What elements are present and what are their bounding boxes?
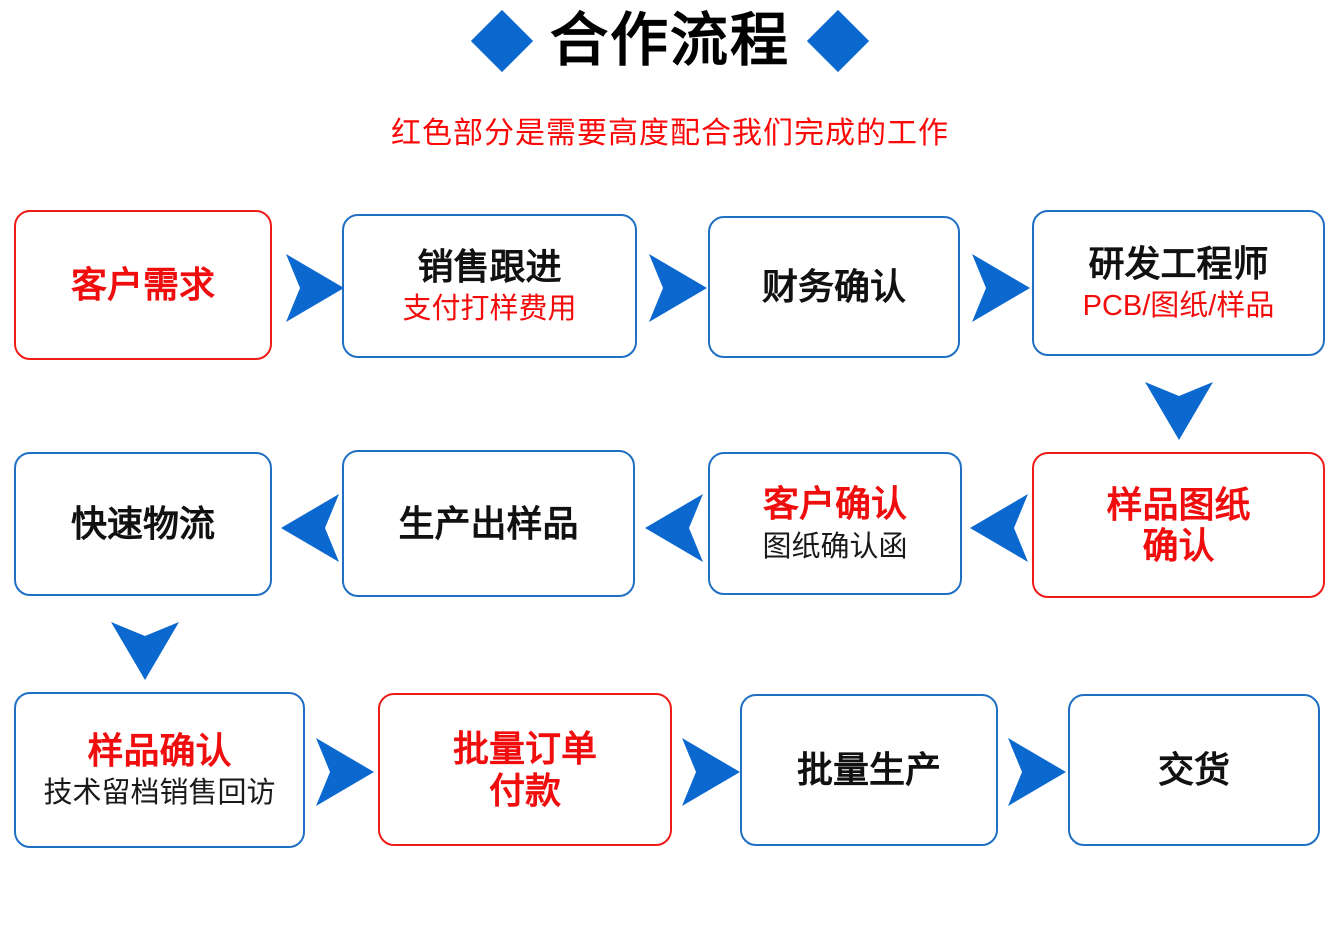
diamond-icon-left <box>470 9 534 73</box>
page-header: 合作流程 红色部分是需要高度配合我们完成的工作 <box>0 0 1340 190</box>
page-subtitle: 红色部分是需要高度配合我们完成的工作 <box>391 117 949 150</box>
flow-node-customer-confirm[interactable]: 客户确认 图纸确认函 <box>708 452 962 595</box>
flow-node-delivery[interactable]: 交货 <box>1068 694 1320 846</box>
flow-node-bulk-order-payment[interactable]: 批量订单 付款 <box>378 693 672 846</box>
node-main-label: 样品图纸 确认 <box>1106 483 1251 566</box>
arrow-left-customer-confirm-to-produce-sample <box>641 488 707 568</box>
page-title: 合作流程 <box>549 8 790 73</box>
arrow-left-sample-drawing-to-customer-confirm <box>966 488 1032 568</box>
arrow-down-logistics-to-sample-confirm <box>105 618 185 684</box>
node-main-label: 快速物流 <box>70 503 215 545</box>
flow-node-sample-confirm[interactable]: 样品确认 技术留档销售回访 <box>14 692 305 848</box>
node-main-label: 销售跟进 <box>417 245 562 287</box>
node-sub-label: 技术留档销售回访 <box>43 777 276 810</box>
node-main-label: 样品确认 <box>87 729 232 771</box>
arrow-right-requirement-to-sales <box>282 248 348 328</box>
arrow-right-bulk-production-to-delivery <box>1004 732 1070 812</box>
arrow-down-rd-to-sample-drawing <box>1139 378 1219 444</box>
flow-node-sales-followup[interactable]: 销售跟进 支付打样费用 <box>342 214 637 358</box>
title-row: 合作流程 <box>0 8 1340 73</box>
flow-node-customer-requirement[interactable]: 客户需求 <box>14 210 272 360</box>
flow-node-produce-sample[interactable]: 生产出样品 <box>342 450 635 597</box>
arrow-right-sample-confirm-to-bulk-order <box>312 732 378 812</box>
node-sub-label: PCB/图纸/样品 <box>1082 290 1275 323</box>
arrow-left-produce-sample-to-logistics <box>277 488 343 568</box>
diamond-icon-right <box>806 9 870 73</box>
flow-node-sample-drawing-confirm[interactable]: 样品图纸 确认 <box>1032 452 1325 598</box>
arrow-right-bulk-order-to-bulk-production <box>678 732 744 812</box>
flow-node-bulk-production[interactable]: 批量生产 <box>740 694 998 846</box>
node-main-label: 批量订单 付款 <box>452 728 597 811</box>
node-main-label: 客户需求 <box>70 264 215 306</box>
node-main-label: 交货 <box>1157 749 1230 791</box>
node-main-label: 财务确认 <box>761 266 906 308</box>
node-main-label: 客户确认 <box>762 483 907 525</box>
flow-node-finance-confirm[interactable]: 财务确认 <box>708 216 960 358</box>
node-main-label: 生产出样品 <box>398 502 579 544</box>
node-main-label: 研发工程师 <box>1088 242 1269 284</box>
flow-node-rd-engineer[interactable]: 研发工程师 PCB/图纸/样品 <box>1032 210 1325 356</box>
arrow-right-finance-to-rd <box>968 248 1034 328</box>
flow-node-fast-logistics[interactable]: 快速物流 <box>14 452 272 596</box>
node-sub-label: 支付打样费用 <box>402 293 577 326</box>
arrow-right-sales-to-finance <box>645 248 711 328</box>
node-main-label: 批量生产 <box>796 749 941 791</box>
node-sub-label: 图纸确认函 <box>762 530 908 563</box>
